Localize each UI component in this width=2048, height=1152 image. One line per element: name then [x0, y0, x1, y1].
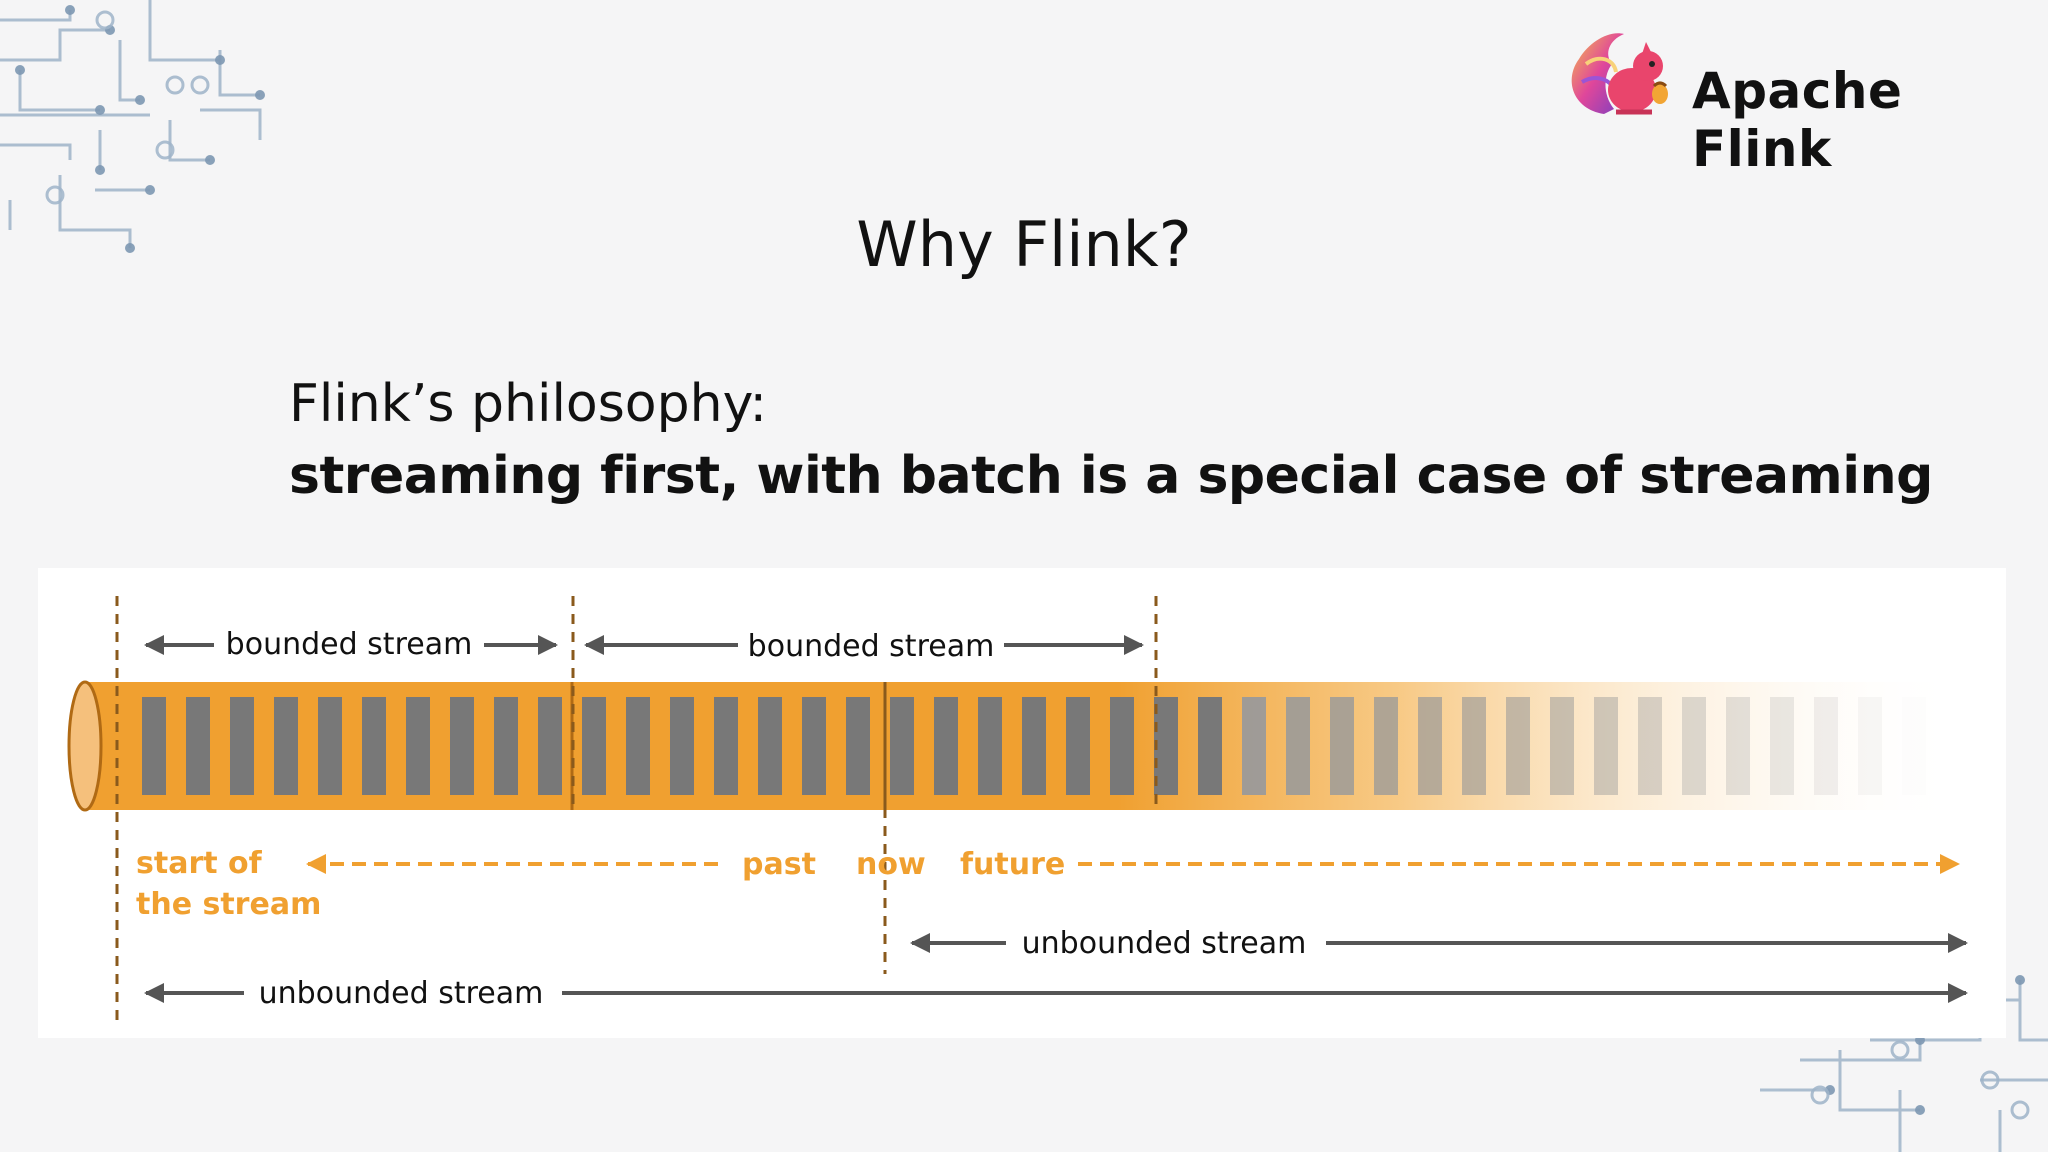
event-bar [1726, 697, 1750, 795]
unbounded-stream-from-now-arrow: unbounded stream [910, 926, 1968, 961]
event-bar [1506, 697, 1530, 795]
event-bar [1638, 697, 1662, 795]
event-bar [670, 697, 694, 795]
event-bar [230, 697, 254, 795]
event-bar [1594, 697, 1618, 795]
event-bar [274, 697, 298, 795]
event-bar [1286, 697, 1310, 795]
event-bar [1902, 697, 1926, 795]
event-bar [142, 697, 166, 795]
event-bar [626, 697, 650, 795]
event-bar [1198, 697, 1222, 795]
event-bar [582, 697, 606, 795]
event-bar [538, 697, 562, 795]
event-bar [1682, 697, 1706, 795]
event-bar [406, 697, 430, 795]
event-bar [450, 697, 474, 795]
bounded-stream-label-2: bounded stream [748, 629, 995, 664]
event-bar [1814, 697, 1838, 795]
now-label: now [856, 847, 926, 882]
brand-name: Apache Flink [1692, 62, 1903, 178]
stream-pipe [67, 680, 1963, 812]
future-label: future [960, 847, 1065, 882]
circuit-decoration-top-left-icon [0, 0, 265, 253]
bounded-stream-arrow-1: bounded stream [144, 627, 558, 662]
event-bars [142, 697, 1926, 795]
event-bar [890, 697, 914, 795]
event-bar [1022, 697, 1046, 795]
stream-diagram: bounded stream bounded stream start of t… [38, 568, 2006, 1038]
event-bar [846, 697, 870, 795]
unbounded-stream-from-start-label: unbounded stream [259, 976, 544, 1011]
event-bar [362, 697, 386, 795]
event-bar [186, 697, 210, 795]
event-bar [714, 697, 738, 795]
event-bar [978, 697, 1002, 795]
event-bar [1154, 697, 1178, 795]
slide-title: Why Flink? [856, 208, 1192, 281]
start-of-stream-label-line2: the stream [136, 887, 321, 922]
bounded-stream-arrow-2: bounded stream [584, 629, 1144, 664]
event-bar [1374, 697, 1398, 795]
event-bar [494, 697, 518, 795]
philosophy-statement: streaming first, with batch is a special… [289, 446, 1933, 506]
event-bar [1110, 697, 1134, 795]
flink-squirrel-icon [1571, 33, 1668, 115]
event-bar [1330, 697, 1354, 795]
event-bar [318, 697, 342, 795]
unbounded-stream-from-now-label: unbounded stream [1022, 926, 1307, 961]
event-bar [1066, 697, 1090, 795]
event-bar [1550, 697, 1574, 795]
unbounded-stream-from-start-arrow: unbounded stream [144, 976, 1968, 1011]
philosophy-label: Flink’s philosophy: [289, 374, 768, 434]
past-label: past [742, 847, 816, 882]
event-bar [1858, 697, 1882, 795]
event-bar [758, 697, 782, 795]
event-bar [934, 697, 958, 795]
bounded-stream-label-1: bounded stream [226, 627, 473, 662]
event-bar [802, 697, 826, 795]
event-bar [1418, 697, 1442, 795]
event-bar [1242, 697, 1266, 795]
start-of-stream-label-line1: start of [136, 846, 263, 881]
event-bar [1770, 697, 1794, 795]
event-bar [1462, 697, 1486, 795]
